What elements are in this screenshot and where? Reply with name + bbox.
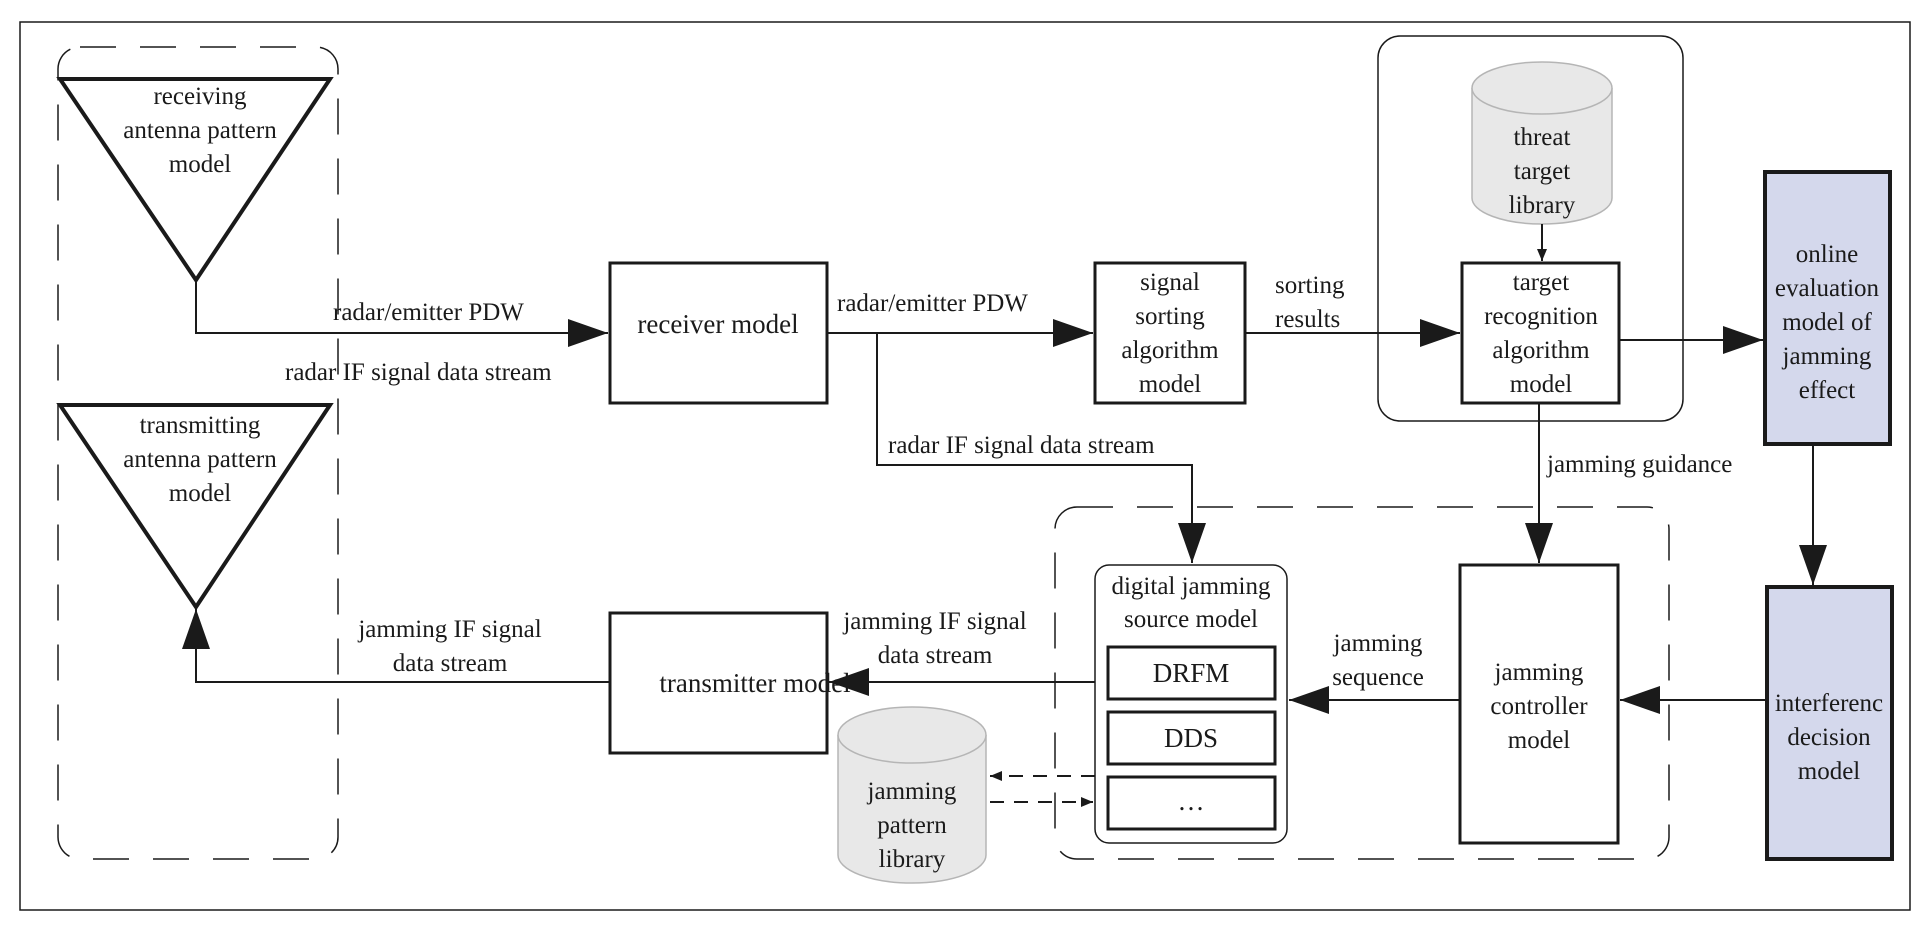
svg-text:signal: signal [1140,269,1200,296]
svg-text:jamming: jamming [1494,659,1584,686]
arrow-receiver-to-jamming-source [876,333,1206,563]
svg-text:antenna pattern: antenna pattern [123,446,277,473]
signal-sorting-algorithm-block: signal sorting algorithm model [1093,261,1247,405]
transmitter-model-block: transmitter model [608,611,851,755]
online-evaluation-model-block: online evaluation model of jamming effec… [1763,170,1892,446]
jamming-controller-model-block: jamming controller model [1458,563,1620,845]
target-recognition-algorithm-block: target recognition algorithm model [1460,261,1621,405]
svg-text:source model: source model [1124,606,1258,633]
svg-text:DDS: DDS [1164,723,1218,753]
svg-text:transmitter model: transmitter model [659,668,850,698]
other-module: … [1106,775,1277,831]
label-jamming-if-right-2: data stream [878,642,993,669]
svg-text:receiver model: receiver model [637,309,798,339]
svg-text:antenna pattern: antenna pattern [123,117,277,144]
svg-text:algorithm: algorithm [1121,337,1219,364]
svg-text:target: target [1513,269,1570,296]
svg-text:threat: threat [1514,124,1571,151]
svg-text:evaluation: evaluation [1775,275,1880,302]
svg-text:model: model [169,151,232,178]
label-jamming-guidance: jamming guidance [1546,451,1732,478]
svg-text:algorithm: algorithm [1492,337,1590,364]
transmitting-antenna-pattern-model: transmitting antenna pattern model [56,403,334,611]
svg-text:decision: decision [1787,724,1871,751]
svg-text:recognition: recognition [1484,303,1598,330]
recognition-group-border [1377,35,1684,422]
label-jamming-if-left-1: jamming IF signal [357,616,541,643]
svg-text:model: model [1798,758,1861,785]
svg-text:model: model [1510,371,1573,398]
svg-text:library: library [879,846,946,873]
digital-jamming-source-block: digital jamming source model DRFM DDS … [1094,564,1288,844]
svg-text:online: online [1796,241,1859,268]
svg-text:controller: controller [1490,693,1588,720]
receiving-antenna-pattern-model: receiving antenna pattern model [56,77,334,284]
svg-text:model: model [1508,727,1571,754]
connectors [182,224,1827,807]
label-jamming-sequence-2: sequence [1332,664,1424,691]
svg-text:interferenc: interferenc [1775,690,1883,717]
label-jamming-if-right-1: jamming IF signal [842,608,1026,635]
label-jamming-if-left-2: data stream [393,650,508,677]
dds-module: DDS [1106,710,1277,766]
svg-text:effect: effect [1799,377,1855,404]
svg-text:DRFM: DRFM [1153,658,1230,688]
arrow-transmitter-to-antenna [182,609,610,683]
label-jamming-sequence-1: jamming [1333,630,1423,657]
drfm-module: DRFM [1106,645,1277,701]
threat-target-library-cylinder: threat target library [1471,61,1613,225]
label-radar-if-middle: radar IF signal data stream [888,432,1155,459]
interference-decision-model-block: interferenc decision model [1765,585,1894,861]
label-sorting-results-1: sorting [1275,272,1345,299]
svg-text:model: model [1139,371,1202,398]
svg-text:target: target [1514,158,1571,185]
jamming-pattern-library-cylinder: jamming pattern library [837,706,987,884]
svg-text:library: library [1509,192,1576,219]
svg-text:digital jamming: digital jamming [1111,573,1271,600]
label-radar-if-left: radar IF signal data stream [285,359,552,386]
svg-text:jamming: jamming [1782,343,1872,370]
receiver-model-block: receiver model [608,261,829,405]
svg-text:model: model [169,480,232,507]
svg-text:jamming: jamming [867,778,957,805]
label-radar-pdw-right: radar/emitter PDW [837,290,1028,317]
svg-text:…: … [1178,786,1205,816]
label-sorting-results-2: results [1275,306,1340,333]
outer-frame [19,21,1911,911]
svg-text:model of: model of [1782,309,1872,336]
svg-text:sorting: sorting [1135,303,1205,330]
label-radar-pdw-left: radar/emitter PDW [333,299,524,326]
svg-text:receiving: receiving [153,83,247,110]
svg-text:pattern: pattern [877,812,947,839]
arrow-antenna-to-receiver [195,280,608,347]
svg-text:transmitting: transmitting [140,412,261,439]
